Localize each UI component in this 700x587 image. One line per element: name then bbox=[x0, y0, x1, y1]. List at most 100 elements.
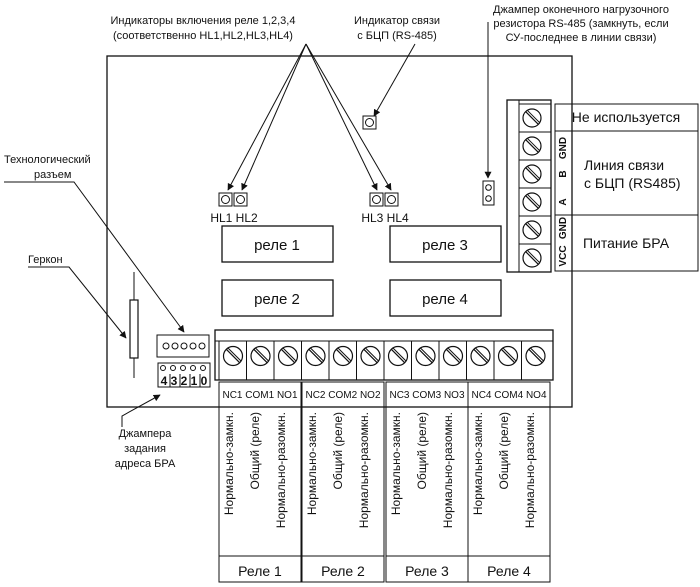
led-label-left: HL1 HL2 bbox=[210, 211, 258, 225]
contact-description: Нормально-разомкн. bbox=[274, 412, 288, 528]
address-bit-2: 2 bbox=[181, 374, 188, 388]
tech-connector-pin bbox=[162, 342, 170, 350]
pin-label-a: A bbox=[558, 198, 569, 205]
callout-reed-switch: Геркон bbox=[28, 254, 63, 266]
contact-group-title-1: Реле 1 bbox=[238, 563, 282, 579]
callout-address-line2: задания bbox=[124, 443, 166, 455]
led-hl1-hl2 bbox=[218, 192, 248, 207]
bottom-terminal-screw bbox=[415, 345, 436, 367]
contact-group-title-4: Реле 4 bbox=[487, 563, 531, 579]
relay-1-label: реле 1 bbox=[254, 237, 300, 254]
contact-description: Нормально-замкн. bbox=[305, 412, 319, 515]
address-jumper-pin bbox=[200, 365, 206, 371]
pin-label-vcc: VCC bbox=[558, 245, 569, 266]
callout-termination-line1: Джампер оконечного нагрузочного bbox=[493, 4, 669, 16]
contact-description: Общий (реле) bbox=[415, 412, 429, 489]
callout-address-line3: адреса БРА bbox=[115, 458, 176, 470]
contact-description: Нормально-разомкн. bbox=[441, 412, 455, 528]
led-hl3-hl4 bbox=[369, 192, 399, 207]
group-link-label-line1: Линия связи bbox=[584, 157, 664, 173]
relay-1-box bbox=[221, 225, 334, 263]
callout-address-line1: Джампера bbox=[119, 428, 173, 440]
bottom-terminal-screw bbox=[470, 345, 491, 367]
group-power-label: Питание БРА bbox=[583, 235, 670, 251]
contact-group-title-2: Реле 2 bbox=[321, 563, 365, 579]
group-link-box bbox=[554, 130, 699, 216]
pin-label-gnd: GND bbox=[558, 137, 569, 159]
contact-labels-4: NC4 COM4 NO4 bbox=[471, 390, 546, 401]
right-terminal-pin-labels: GND B A GND VCC bbox=[558, 137, 569, 267]
contact-labels-3: NC3 COM3 NO3 bbox=[389, 390, 464, 401]
led-label-right: HL3 HL4 bbox=[361, 211, 409, 225]
bottom-terminal-screw bbox=[497, 345, 519, 367]
contact-labels-2: NC2 COM2 NO2 bbox=[305, 390, 380, 401]
bottom-terminal-block bbox=[214, 329, 554, 381]
bottom-terminal-screw bbox=[442, 345, 464, 367]
group-link-label-line2: с БЦП (RS485) bbox=[584, 175, 681, 191]
callout-link-indicator-line2: с БЦП (RS-485) bbox=[357, 30, 437, 42]
callout-termination-line2: резистора RS-485 (замкнуть, если bbox=[493, 18, 668, 30]
relay-4-box bbox=[389, 279, 502, 317]
bottom-terminal-screw bbox=[250, 345, 271, 367]
contact-description: Нормально-замкн. bbox=[222, 412, 236, 515]
address-bit-1: 1 bbox=[191, 374, 198, 388]
relay-4-label: реле 4 bbox=[422, 291, 468, 308]
pin-label-gnd: GND bbox=[558, 217, 569, 239]
reed-switch bbox=[129, 272, 139, 378]
contact-description: Нормально-замкн. bbox=[471, 412, 485, 515]
bottom-terminal-screw bbox=[277, 345, 299, 367]
address-jumper-pin bbox=[190, 365, 196, 371]
right-terminal-block bbox=[506, 99, 552, 273]
bottom-terminal-screw bbox=[387, 345, 409, 367]
callout-tech-connector-line1: Технологический bbox=[4, 154, 91, 166]
right-terminal-screw bbox=[522, 136, 542, 156]
contact-description: Общий (реле) bbox=[248, 412, 262, 489]
right-terminal-screw bbox=[522, 248, 542, 268]
bottom-terminal-screw bbox=[360, 345, 381, 367]
tech-connector bbox=[156, 334, 210, 358]
callout-relay-indicators-line1: Индикаторы включения реле 1,2,3,4 bbox=[111, 15, 296, 27]
right-terminal-screw bbox=[522, 192, 542, 212]
contact-group-title-3: Реле 3 bbox=[405, 563, 449, 579]
address-jumper-pin bbox=[170, 365, 176, 371]
address-bit-3: 3 bbox=[171, 374, 178, 388]
relay-2-label: реле 2 bbox=[254, 291, 300, 308]
address-bit-0: 0 bbox=[201, 374, 208, 388]
callout-tech-connector-line2: разъем bbox=[34, 169, 71, 181]
contact-description: Нормально-разомкн. bbox=[523, 412, 537, 528]
address-jumper-pin bbox=[180, 365, 186, 371]
contact-labels-1: NC1 COM1 NO1 bbox=[222, 390, 297, 401]
tech-connector-pin bbox=[171, 342, 179, 350]
right-terminal-screw bbox=[522, 108, 542, 128]
address-jumper-pin bbox=[160, 365, 166, 371]
contact-description: Нормально-замкн. bbox=[389, 412, 403, 515]
bottom-terminal-screw bbox=[332, 345, 354, 367]
link-indicator-led bbox=[362, 115, 377, 130]
group-power-box bbox=[554, 214, 699, 272]
callout-link-indicator-line1: Индикатор связи bbox=[354, 15, 440, 27]
relay-3-label: реле 3 bbox=[422, 237, 468, 254]
pin-label-b: B bbox=[558, 170, 569, 177]
group-unused-label: Не используется bbox=[572, 109, 680, 125]
relay-3-box bbox=[389, 225, 502, 263]
tech-connector-pin bbox=[189, 342, 197, 350]
contact-description: Нормально-разомкн. bbox=[357, 412, 371, 528]
bottom-terminal-screw bbox=[305, 345, 326, 367]
right-terminal-screw bbox=[522, 220, 542, 240]
termination-jumper bbox=[482, 180, 495, 206]
bottom-terminal-screw bbox=[222, 345, 244, 367]
contact-description: Общий (реле) bbox=[497, 412, 511, 489]
tech-connector-pin bbox=[198, 342, 206, 350]
right-terminal-screw bbox=[522, 164, 542, 184]
contact-description: Общий (реле) bbox=[331, 412, 345, 489]
callout-termination-line3: СУ-последнее в линии связи) bbox=[506, 32, 657, 44]
bottom-terminal-screw bbox=[525, 345, 546, 367]
board-outline bbox=[106, 55, 573, 408]
